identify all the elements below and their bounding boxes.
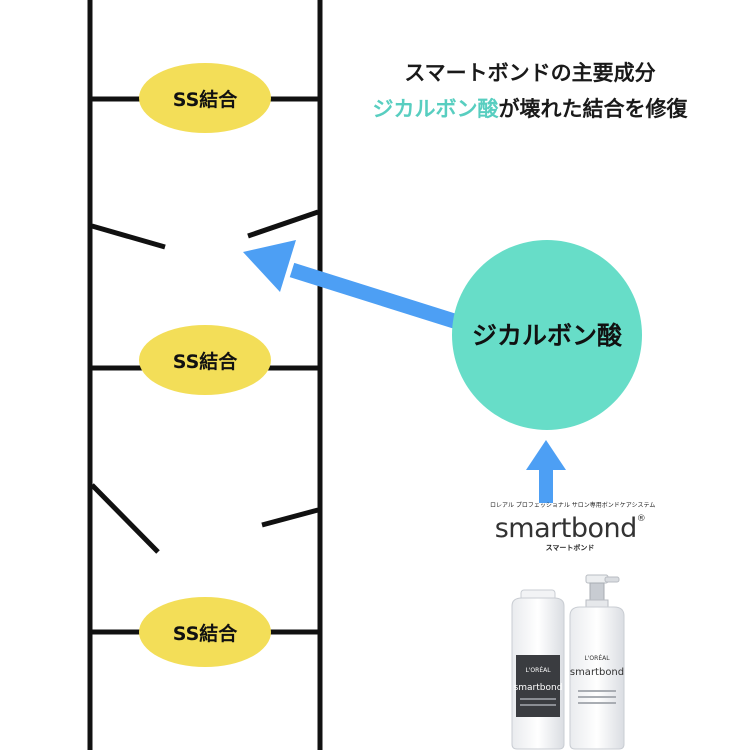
product-logo: smartbond® [490,513,650,544]
broken-bond-right-1 [247,209,319,239]
broken-bond-right-2 [261,507,319,528]
bottle-shampoo: L'ORÉAL smartbond [511,589,565,750]
heading-accent-text: ジカルボン酸 [372,97,499,121]
ss-bond-2: SS結合 [139,325,271,395]
broken-bond-left-1 [91,223,166,250]
ss-bond-label: SS結合 [173,622,239,645]
molecule-node: ジカルボン酸 [452,240,642,430]
broken-bond-left-2 [90,483,160,554]
product-branding: ロレアル プロフェッショナル サロン専用ボンドケアシステム smartbond®… [490,500,656,553]
ss-bond-3: SS結合 [139,597,271,667]
registered-mark: ® [636,514,646,524]
product-tagline: ロレアル プロフェッショナル サロン専用ボンドケアシステム [490,502,656,509]
heading-rest-text: が壊れた結合を修復 [498,97,688,121]
repair-arrow [243,240,473,334]
product-brand-name: smartbond [494,513,638,544]
heading-line-1: スマートボンドの主要成分 [330,63,730,84]
heading-text: スマートボンドの主要成分 [404,61,656,85]
bottle-name: smartbond [514,683,563,693]
ss-bond-1: SS結合 [139,63,271,133]
product-arrow [526,440,566,503]
heading-line-2: ジカルボン酸が壊れた結合を修復 [330,99,730,120]
ss-bond-label: SS結合 [173,350,239,373]
bottle-maker: L'ORÉAL [525,666,551,674]
product-brand-sub: スマートボンド [545,544,595,552]
molecule-label: ジカルボン酸 [472,321,623,350]
ss-bond-label: SS結合 [173,88,239,111]
bottle-maker: L'ORÉAL [584,654,610,662]
bottle-conditioner: L'ORÉAL smartbond [569,574,625,750]
bottle-name: smartbond [570,667,624,678]
